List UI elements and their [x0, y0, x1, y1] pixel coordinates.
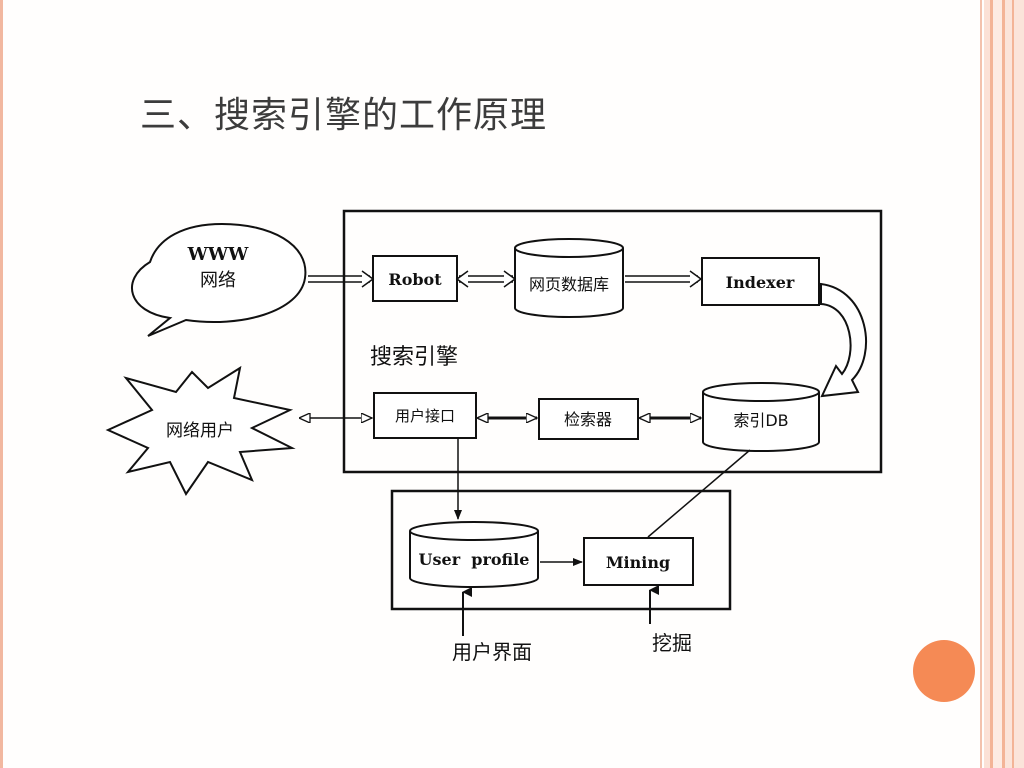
decor-stripe [990, 0, 993, 768]
decor-stripe [1005, 0, 1024, 768]
search-engine-label: 搜索引擎 [370, 345, 458, 370]
caption-mining: 挖掘 [652, 631, 692, 655]
accent-dot [913, 640, 975, 702]
robot-label: Robot [388, 270, 442, 289]
www-cloud [131, 222, 307, 337]
indexer-label: Indexer [726, 273, 795, 292]
user-interface-label: 用户接口 [395, 407, 455, 425]
retriever-box [538, 398, 639, 440]
decor-stripe [993, 0, 1002, 768]
index-db-label: 索引DB [733, 411, 788, 430]
caption-user-interface: 用户界面 [452, 640, 532, 664]
mining-node-box [583, 537, 694, 586]
mining-box [390, 489, 732, 611]
www-network-label: 网络 [200, 270, 236, 291]
arrow-indexer-indexdb [820, 282, 867, 398]
decor-stripe [1012, 0, 1014, 768]
user-interface-box [373, 392, 477, 439]
user-profile-cylinder [409, 521, 539, 588]
webpage-db-cylinder [514, 238, 624, 318]
decor-stripe [980, 0, 982, 768]
slide-title: 三、搜索引擎的工作原理 [140, 95, 548, 136]
decor-stripe [984, 0, 990, 768]
index-db-cylinder [702, 382, 820, 452]
retriever-label: 检索器 [564, 410, 612, 429]
network-user-burst [105, 365, 296, 496]
line-mining-indexdb [647, 449, 751, 538]
indexer-box [701, 257, 820, 306]
webpage-db-label: 网页数据库 [529, 275, 609, 294]
user-profile-label: User profile [419, 550, 530, 569]
mining-label: Mining [606, 553, 670, 572]
www-label: WWW [187, 244, 249, 265]
decor-stripe [1002, 0, 1005, 768]
left-border-rule [0, 0, 3, 768]
search-engine-box [342, 209, 883, 474]
network-user-label: 网络用户 [166, 421, 234, 441]
